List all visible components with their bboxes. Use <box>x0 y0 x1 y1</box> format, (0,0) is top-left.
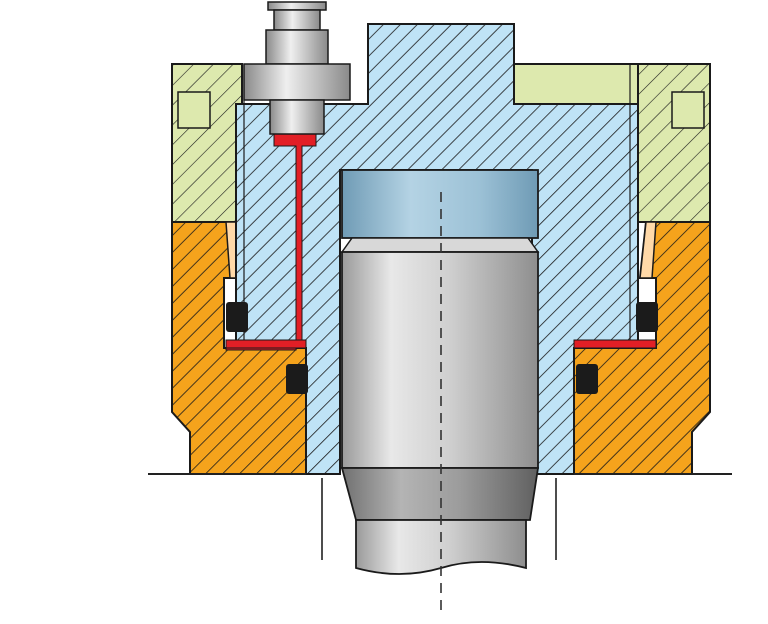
outer-ring-slot-right <box>671 91 705 129</box>
stud-shaft <box>355 519 527 575</box>
oil-channel <box>225 133 657 351</box>
oil-channel-right-horizontal <box>573 339 657 349</box>
stud <box>340 237 540 575</box>
stud-chamfer-top <box>340 237 540 253</box>
fill-nipple <box>243 1 351 135</box>
outer-ring-slot-left <box>177 91 211 129</box>
stud-bottom <box>340 467 540 521</box>
seal-lower-left <box>286 364 308 394</box>
oil-channel-left-horizontal <box>225 339 307 349</box>
seal-upper-right <box>636 302 658 332</box>
seal-upper-left <box>226 302 248 332</box>
washer <box>341 169 539 239</box>
outer-ring <box>171 63 711 223</box>
bushing-right <box>639 221 657 279</box>
ground-plane <box>148 473 732 560</box>
seal-lower-right <box>576 364 598 394</box>
seals <box>226 302 658 394</box>
stud-body <box>341 251 539 469</box>
outer-ring-top-right <box>513 63 639 105</box>
